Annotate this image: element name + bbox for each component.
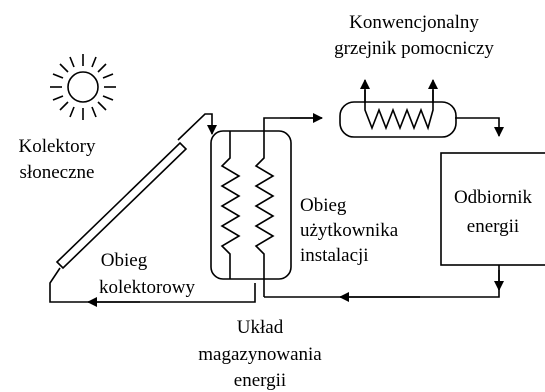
collector-loop-label-1: Obieg <box>101 250 148 271</box>
heat-coil-icon <box>364 90 434 131</box>
auxiliary-heater-label-1: Konwencjonalny <box>349 12 479 33</box>
user-loop-label-3: instalacji <box>300 245 369 266</box>
collectors-label-1: Kolektory <box>18 136 96 157</box>
collectors-label-2: słoneczne <box>20 162 95 183</box>
energy-receiver-box <box>440 152 545 266</box>
storage-label-3: energii <box>234 370 286 391</box>
user-loop-label-1: Obieg <box>300 195 347 216</box>
storage-label-1: Układ <box>237 317 284 338</box>
heat-coil-icon <box>254 131 275 279</box>
user-loop-label-2: użytkownika <box>300 220 399 241</box>
auxiliary-heater <box>339 79 457 138</box>
energy-receiver-label-2: energii <box>467 216 519 237</box>
collector-loop-label-2: kolektorowy <box>99 277 196 298</box>
sun-icon <box>50 54 116 120</box>
auxiliary-heater-label-2: grzejnik pomocniczy <box>334 38 494 59</box>
solar-collector <box>55 141 188 270</box>
energy-receiver-label-1: Odbiornik <box>454 187 533 208</box>
user-loop-piping <box>263 113 504 302</box>
collector-loop-piping <box>49 113 256 307</box>
storage-label-2: magazynowania <box>198 344 322 365</box>
storage-tank <box>210 130 292 280</box>
heat-coil-icon <box>220 131 241 279</box>
